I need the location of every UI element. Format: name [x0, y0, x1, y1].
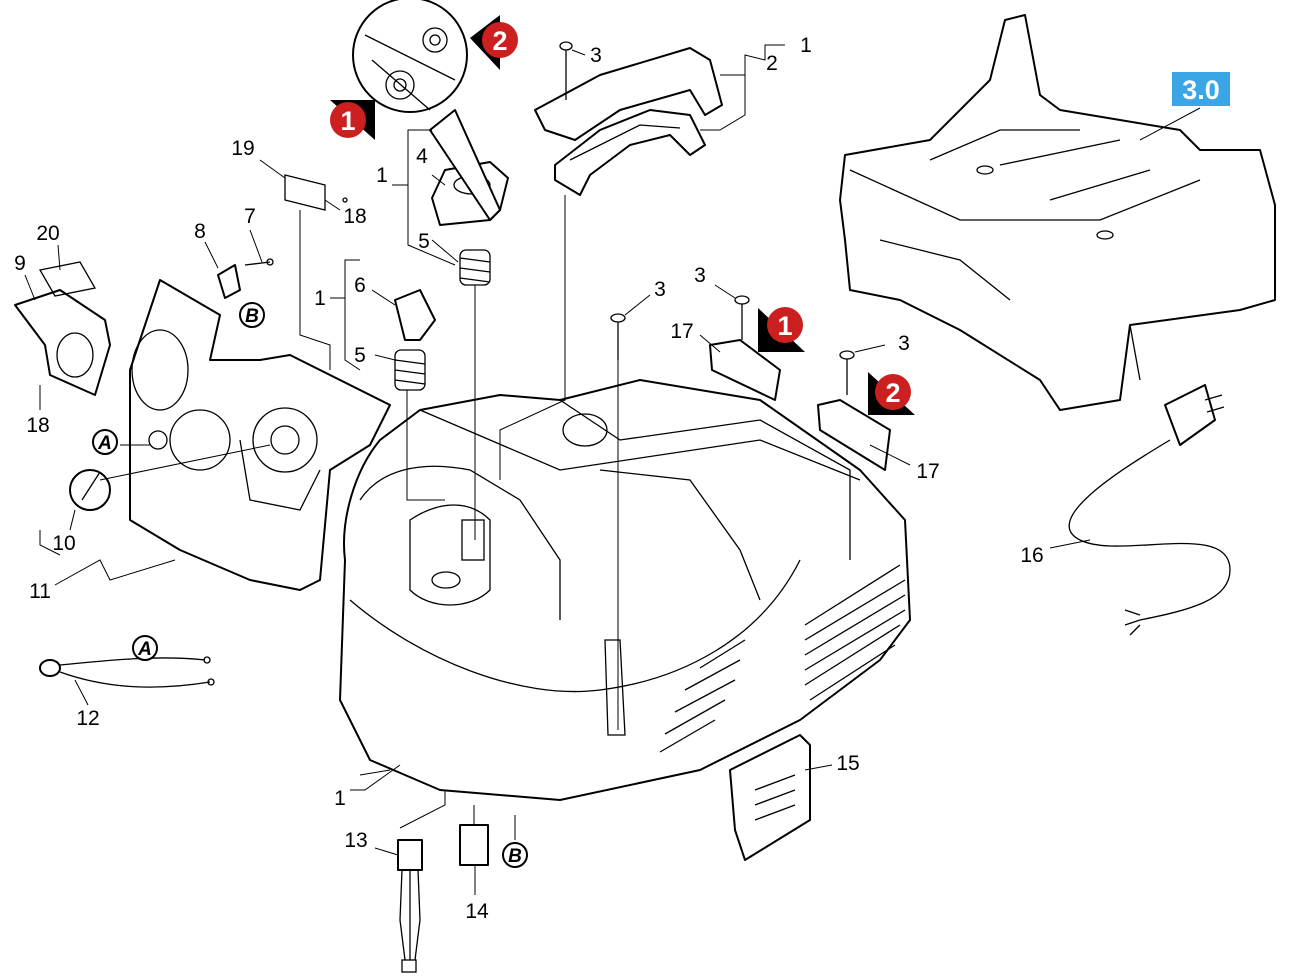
marker-2-right: 2 — [868, 372, 915, 415]
label-3-handle-screw: 3 — [590, 44, 602, 67]
power-cord — [1068, 384, 1231, 636]
label-14: 14 — [465, 900, 489, 923]
label-12: 12 — [76, 707, 99, 730]
marker-1-top: 1 — [330, 100, 375, 140]
screw-7 — [244, 258, 274, 266]
label-9: 9 — [14, 252, 26, 275]
label-20: 20 — [36, 222, 59, 245]
svg-text:A: A — [137, 639, 152, 660]
marker-circle — [482, 22, 518, 58]
base-module — [839, 14, 1276, 411]
lamp-12 — [39, 656, 215, 688]
label-3-right: 3 — [898, 332, 910, 355]
main-housing — [339, 379, 911, 801]
label-4: 4 — [416, 145, 428, 168]
bracket-17-right — [817, 399, 891, 471]
label-17-right: 17 — [916, 460, 939, 483]
label-16: 16 — [1020, 544, 1043, 567]
svg-text:2: 2 — [885, 378, 900, 408]
label-10: 10 — [52, 532, 75, 555]
marker-1-right: 1 — [758, 307, 805, 352]
label-2-handle: 2 — [766, 52, 778, 75]
connector-A-lamp: A — [132, 635, 158, 661]
socket-cover-9 — [14, 289, 111, 396]
group-badge: 3.0 — [1172, 72, 1230, 106]
label-8: 8 — [194, 220, 206, 243]
label-11: 11 — [29, 580, 51, 603]
connector-A-left: A — [92, 429, 118, 455]
connector-14 — [459, 824, 489, 866]
svg-text:A: A — [97, 433, 112, 454]
bracket-17-left — [709, 339, 781, 401]
cover-15 — [729, 734, 811, 861]
front-panel — [129, 279, 391, 591]
detail-inset — [352, 0, 501, 221]
svg-text:1: 1 — [777, 311, 792, 341]
connector-B-bottom: B — [502, 842, 528, 868]
label-13: 13 — [344, 829, 367, 852]
label-7: 7 — [244, 205, 256, 228]
marker-2-top: 2 — [470, 15, 518, 70]
label-18-left: 18 — [26, 414, 49, 437]
label-5-lower: 5 — [354, 344, 366, 367]
label-1-cap: 1 — [376, 164, 388, 187]
marker-circle — [875, 374, 911, 410]
clip-8 — [217, 264, 241, 299]
label-6: 6 — [354, 274, 366, 297]
label-3-center: 3 — [654, 278, 666, 301]
svg-text:B: B — [508, 846, 522, 867]
label-17-left: 17 — [670, 320, 693, 343]
harness-13 — [397, 839, 423, 973]
label-1-handle: 1 — [800, 34, 812, 57]
svg-text:2: 2 — [492, 26, 507, 56]
handle-assembly — [534, 47, 723, 196]
label-18-top: 18 — [343, 205, 366, 228]
label-20 — [38, 261, 97, 297]
label-3-bracket: 3 — [694, 264, 706, 287]
svg-text:3.0: 3.0 — [1182, 75, 1220, 105]
svg-text:1: 1 — [340, 106, 355, 136]
springs-5 — [394, 249, 491, 391]
knob-10 — [69, 469, 111, 511]
label-1-plunger: 1 — [314, 287, 326, 310]
plunger-6 — [394, 289, 436, 341]
label-19 — [284, 174, 348, 211]
marker-circle — [767, 307, 803, 343]
leader-lines — [24, 44, 1201, 895]
label-1-bottom: 1 — [334, 787, 346, 810]
label-5-top: 5 — [418, 230, 430, 253]
part-labels: 1 2 3 1 4 5 19 18 1 6 5 7 8 20 9 18 10 1… — [14, 34, 1044, 923]
label-15: 15 — [836, 752, 859, 775]
marker-circle — [330, 102, 366, 138]
svg-text:B: B — [245, 306, 259, 327]
label-19: 19 — [231, 137, 254, 160]
connector-B-panel: B — [239, 302, 265, 328]
screws-3 — [610, 295, 855, 395]
screw-3-top — [559, 41, 573, 100]
